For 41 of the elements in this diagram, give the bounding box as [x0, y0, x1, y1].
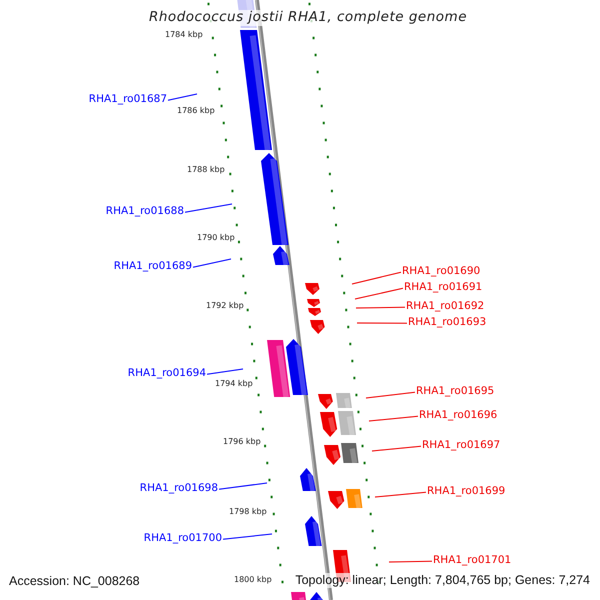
scale-label: 1800 kbp	[234, 576, 272, 584]
leader-line	[192, 258, 232, 268]
gene-label: RHA1_ro01696	[419, 409, 498, 422]
gene-label: RHA1_ro01687	[88, 93, 167, 106]
gene-label: RHA1_ro01691	[404, 281, 482, 294]
gene-label: RHA1_ro01701	[433, 554, 512, 566]
gene-label: RHA1_ro01697	[422, 439, 500, 452]
gene-label: RHA1_ro01693	[408, 316, 486, 328]
leader-line	[372, 446, 422, 452]
scale-label: 1796 kbp	[223, 438, 261, 446]
gene-label: RHA1_ro01700	[144, 532, 222, 544]
leader-line	[222, 534, 272, 540]
leader-line	[184, 204, 232, 213]
gene-label: RHA1_ro01698	[140, 482, 218, 494]
leader-line	[356, 322, 408, 324]
gene-label: RHA1_ro01694	[128, 367, 206, 380]
scale-label: 1786 kbp	[177, 107, 215, 115]
gene-label: RHA1_ro01690	[402, 265, 480, 278]
scale-label: 1792 kbp	[206, 302, 244, 310]
leader-line	[356, 306, 406, 308]
leader-line	[354, 288, 404, 300]
leader-line	[374, 492, 426, 498]
leader-line	[218, 482, 268, 490]
gene-label: RHA1_ro01699	[427, 485, 506, 498]
accession-text: Accession: NC_008268	[9, 575, 140, 588]
leader-line	[206, 368, 244, 375]
genome-info-text: Topology: linear; Length: 7,804,765 bp; Genes: 7,274	[293, 573, 592, 588]
leader-line	[352, 272, 402, 284]
gene-label: RHA1_ro01688	[106, 205, 184, 218]
leader-line	[168, 94, 198, 101]
leader-line	[368, 416, 418, 422]
scale-label: 1794 kbp	[215, 380, 253, 388]
leader-line	[366, 392, 416, 398]
gene-label: RHA1_ro01689	[114, 260, 192, 272]
gene-label: RHA1_ro01695	[416, 385, 494, 398]
scale-label: 1788 kbp	[187, 166, 225, 174]
scale-label: 1798 kbp	[229, 508, 267, 516]
scale-label: 1790 kbp	[197, 234, 235, 242]
scale-label: 1784 kbp	[165, 31, 203, 39]
gene-label: RHA1_ro01692	[406, 300, 484, 312]
leader-line	[388, 560, 432, 562]
